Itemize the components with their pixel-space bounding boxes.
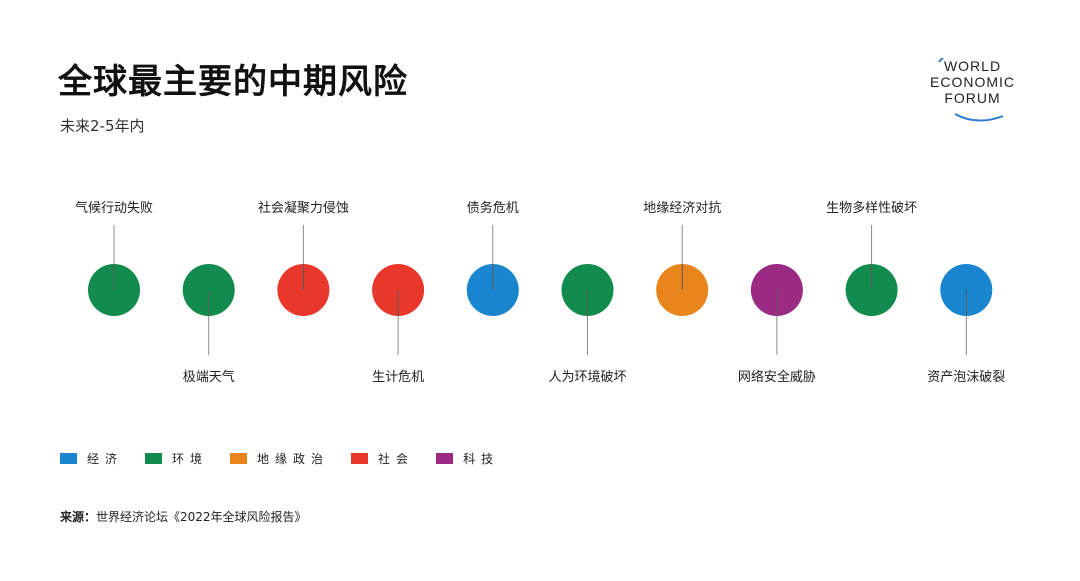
logo-text-economic: ECONOMIC [930, 74, 1015, 90]
legend-swatch-economy [60, 453, 77, 464]
risk-label: 资产泡沫破裂 [927, 370, 1005, 385]
legend-item-technology: 科技 [436, 450, 499, 467]
wef-logo: WORLD ECONOMIC FORUM [915, 58, 1030, 126]
source-prefix: 来源： [60, 510, 97, 524]
legend-swatch-environment [145, 453, 163, 464]
risk-label: 地缘经济对抗 [643, 201, 721, 216]
logo-swoosh-icon [938, 58, 1004, 122]
legend-label-society: 社会 [378, 452, 415, 466]
risk-label: 网络安全威胁 [738, 369, 816, 385]
legend-item-geopolitics: 地缘政治 [230, 450, 329, 467]
risk-label: 气候行动失败 [75, 200, 153, 216]
legend-label-geopolitics: 地缘政治 [257, 452, 330, 466]
legend-label-economy: 经济 [87, 452, 124, 466]
risk-label: 生物多样性破坏 [826, 200, 917, 216]
logo-text-forum: FORUM [944, 90, 1001, 106]
risk-label: 极端天气 [183, 369, 235, 385]
chart-subtitle: 未来2-5年内 [60, 117, 145, 135]
risk-label: 债务危机 [467, 200, 519, 216]
chart-title: 全球最主要的中期风险 [58, 62, 408, 102]
legend-item-society: 社会 [351, 450, 414, 467]
legend-item-environment: 环境 [145, 450, 208, 467]
source-note: 来源：世界经济论坛《2022年全球风险报告》 [60, 508, 307, 525]
source-text: 世界经济论坛《2022年全球风险报告》 [96, 510, 307, 524]
risk-label: 人为环境破坏 [548, 370, 626, 385]
risk-label: 社会凝聚力侵蚀 [258, 200, 349, 216]
risk-label: 生计危机 [372, 370, 424, 385]
legend-swatch-technology [436, 453, 454, 464]
legend-swatch-geopolitics [230, 453, 248, 464]
legend-item-economy: 经济 [60, 450, 123, 467]
logo-text-world: WORLD [943, 58, 1002, 74]
legend-label-environment: 环境 [172, 452, 209, 466]
legend-swatch-society [351, 453, 369, 464]
legend-label-technology: 科技 [463, 452, 500, 466]
legend: 经济 环境 地缘政治 社会 科技 [60, 450, 521, 467]
